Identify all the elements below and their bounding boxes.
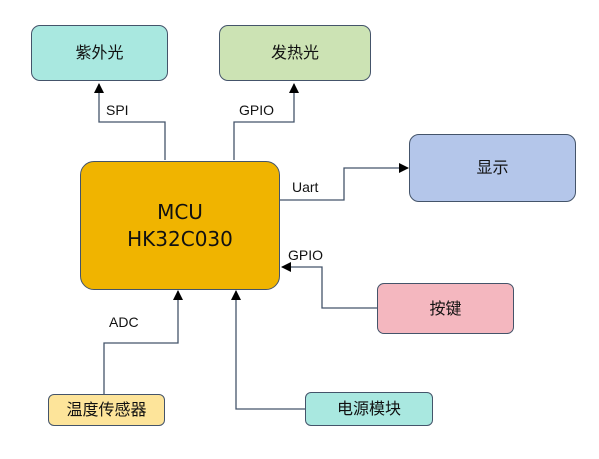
display-label: 显示	[476, 158, 509, 178]
gpio-heat-label: GPIO	[239, 102, 275, 118]
power-connector	[231, 290, 305, 410]
mcu-node: MCU HK32C030	[80, 161, 280, 290]
key-node: 按键	[377, 283, 514, 334]
uart-connector	[280, 163, 409, 201]
temp-sensor-node: 温度传感器	[48, 394, 165, 426]
power-module-node: 电源模块	[305, 392, 433, 426]
mcu-title: MCU	[157, 199, 203, 224]
gpio-key-label: GPIO	[288, 247, 324, 263]
power-module-label: 电源模块	[336, 399, 401, 419]
temp-sensor-label: 温度传感器	[66, 400, 147, 420]
uart-label: Uart	[292, 179, 319, 195]
key-label: 按键	[429, 298, 462, 318]
spi-label: SPI	[106, 102, 129, 118]
uv-light-label: 紫外光	[75, 43, 124, 63]
gpio-heat-connector	[233, 83, 299, 160]
spi-connector	[94, 83, 166, 160]
display-node: 显示	[409, 134, 576, 202]
heat-light-label: 发热光	[270, 43, 319, 63]
gpio-key-connector	[281, 262, 377, 309]
mcu-model: HK32C030	[127, 226, 233, 251]
uv-light-node: 紫外光	[31, 25, 168, 81]
adc-label: ADC	[109, 314, 139, 330]
heat-light-node: 发热光	[219, 25, 371, 81]
adc-connector	[103, 290, 183, 394]
